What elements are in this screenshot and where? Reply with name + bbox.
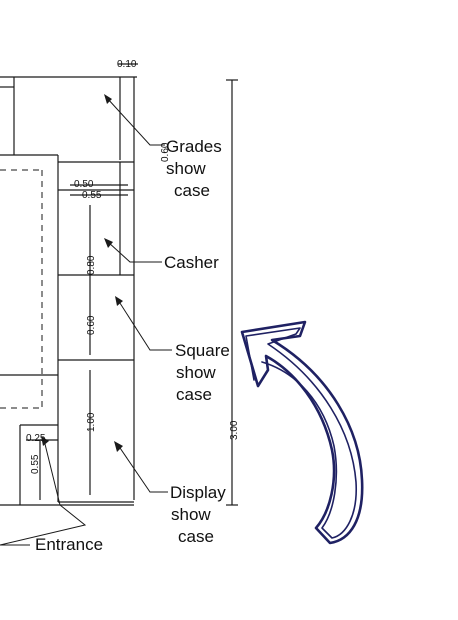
dashed-outline bbox=[0, 169, 43, 409]
label-grades-line3: case bbox=[174, 181, 210, 200]
dim-entrance-a: 0.25 bbox=[26, 433, 46, 444]
label-square-line1: Square bbox=[175, 341, 230, 360]
dim-small-c: 0.60 bbox=[160, 142, 171, 162]
label-display-line2: show bbox=[171, 505, 211, 524]
dim-entrance-b: 0.55 bbox=[30, 454, 41, 474]
label-grades-line1: Grades bbox=[166, 137, 222, 156]
dim-square-depth: 0.60 bbox=[86, 315, 97, 335]
label-square-line3: case bbox=[176, 385, 212, 404]
hand-drawn-curved-arrow-icon bbox=[240, 320, 364, 545]
dim-display-depth: 1.00 bbox=[86, 412, 97, 432]
dim-overall: 3.00 bbox=[229, 420, 240, 440]
label-entrance: Entrance bbox=[35, 535, 103, 554]
leader-lines bbox=[0, 97, 172, 546]
dim-top-width: 0.10 bbox=[117, 59, 137, 70]
dim-small-a: 0.50 bbox=[74, 179, 94, 190]
dim-small-b: 0.55 bbox=[82, 190, 102, 201]
label-square-line2: show bbox=[176, 363, 216, 382]
label-grades-line2: show bbox=[166, 159, 206, 178]
label-display-line1: Display bbox=[170, 483, 226, 502]
dim-casher-depth: 0.80 bbox=[86, 255, 97, 275]
label-casher: Casher bbox=[164, 253, 219, 272]
label-display-line3: case bbox=[178, 527, 214, 546]
leader-arrowheads bbox=[41, 94, 123, 452]
